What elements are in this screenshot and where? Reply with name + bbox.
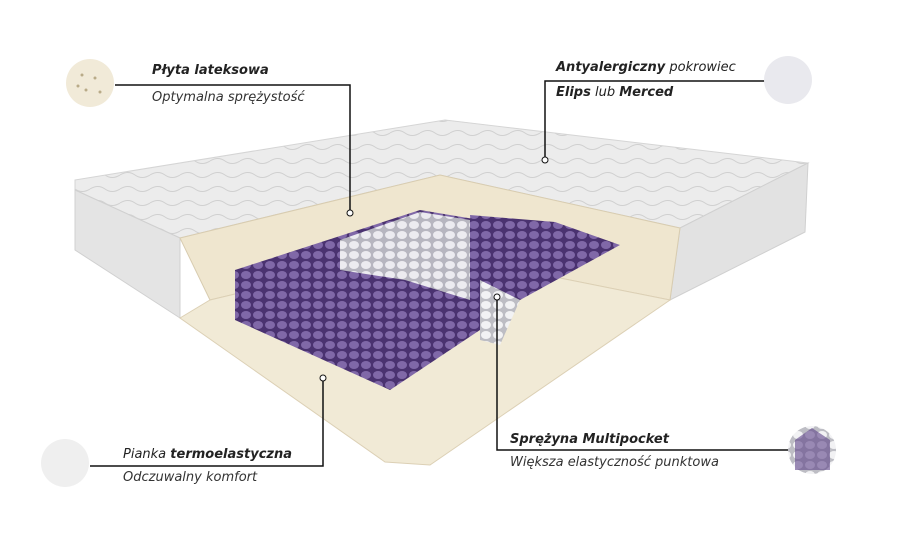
cover-title: Antyalergiczny pokrowiec <box>556 60 736 75</box>
latex-subtitle: Optymalna sprężystość <box>152 90 305 105</box>
cover-thumbnail <box>764 56 812 104</box>
foam-thumbnail <box>41 439 89 487</box>
spring-subtitle: Większa elastyczność punktowa <box>510 455 719 470</box>
foam-title: Pianka termoelastyczna <box>123 447 292 462</box>
spring-block-white <box>340 212 470 300</box>
latex-thumbnail <box>66 59 114 107</box>
foam-subtitle: Odczuwalny komfort <box>123 470 258 485</box>
spring-block-white-right <box>480 280 520 345</box>
spring-title: Sprężyna Multipocket <box>510 432 669 447</box>
cover-subtitle: Elips lub Merced <box>556 85 674 100</box>
latex-title: Płyta lateksowa <box>152 63 269 78</box>
